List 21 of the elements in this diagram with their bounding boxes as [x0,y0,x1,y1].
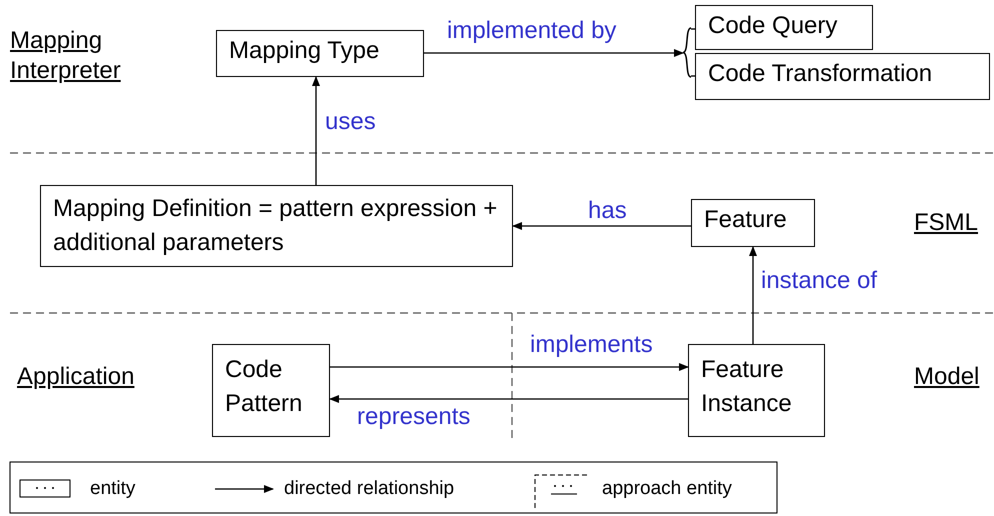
layer-label: Application [17,362,136,392]
arrow [312,76,320,185]
entity-box: Code Pattern [212,344,330,437]
entity-box: Code Query [695,5,873,50]
arrow [424,49,684,57]
entity-box: Mapping Definition = pattern expression + additional parameters [40,185,513,267]
legend-text: entity [90,478,136,500]
legend-text: directed relationship [284,478,454,500]
arrow [512,222,691,230]
arrow [749,246,757,344]
layer-label: Mapping Interpreter [10,26,122,86]
entity-box: Feature Instance [688,344,825,437]
legend-text: approach entity [602,478,732,500]
entity-box: Feature [691,199,815,247]
layer-label: Model [914,362,980,392]
layer-label: FSML [914,208,980,238]
entity-box: Code Transformation [695,53,990,100]
entity-box: Mapping Type [216,30,424,77]
arrow [329,395,688,403]
curly-brace [683,27,691,78]
arrow [330,363,689,371]
